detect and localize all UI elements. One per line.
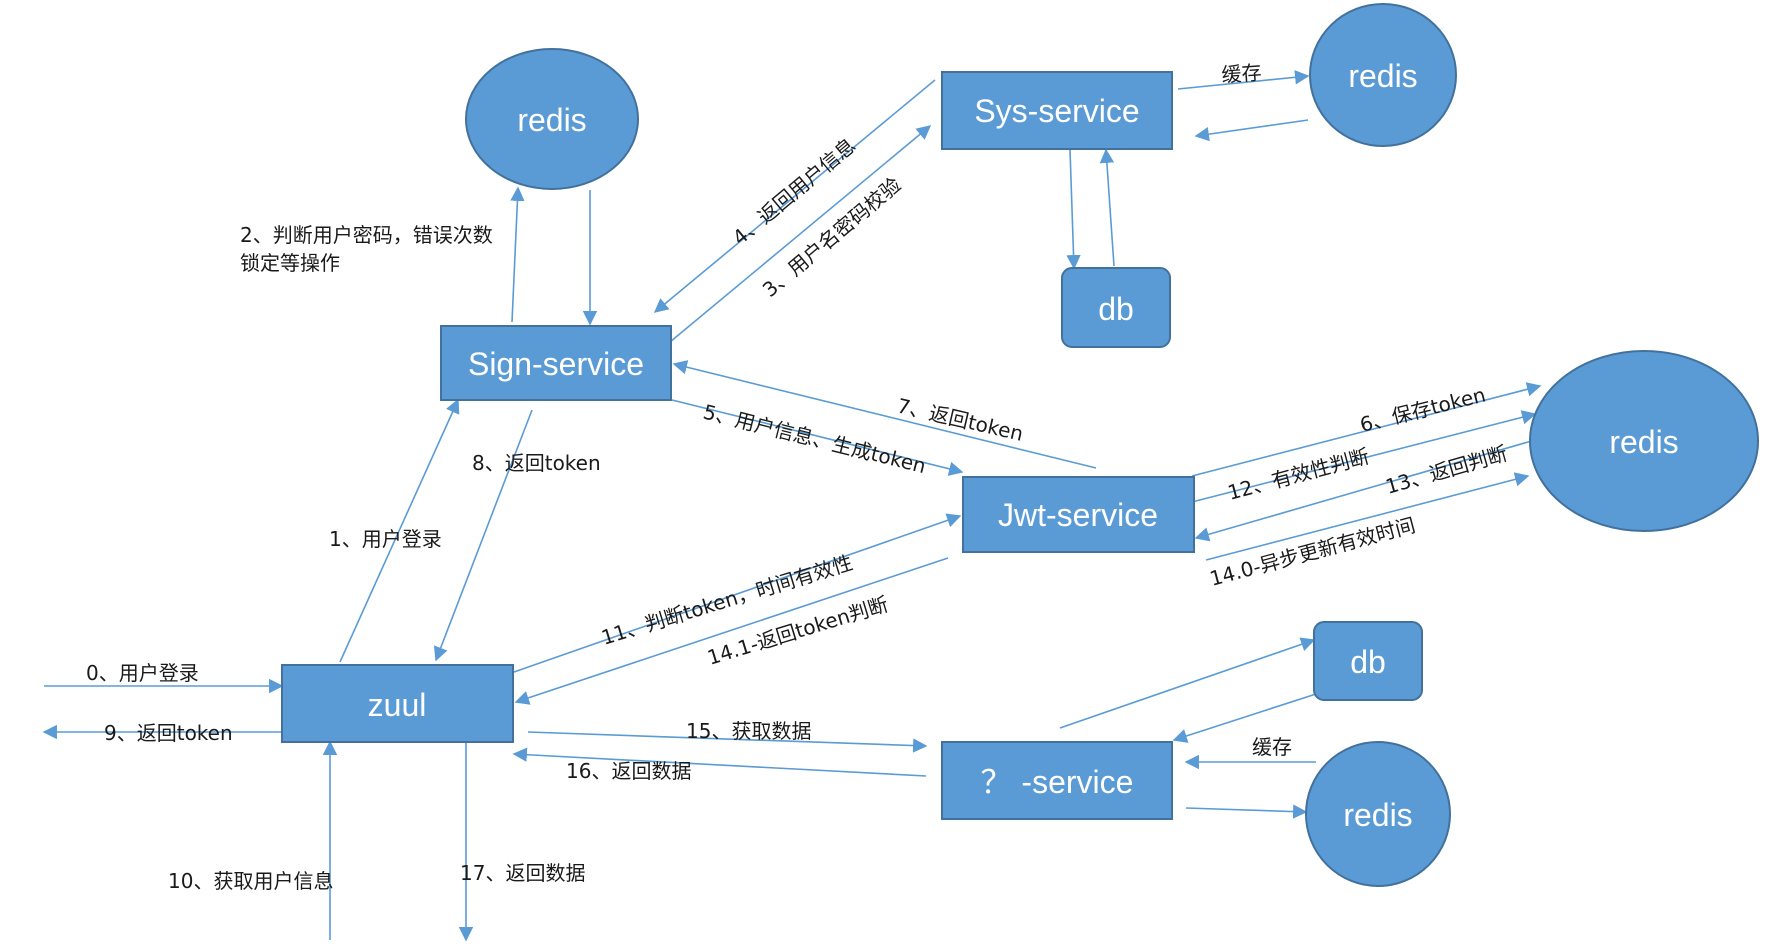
node-label: zuul [368,687,427,723]
label-step-0: 0、用户登录 [86,661,199,685]
label-step-8: 8、返回token [472,451,601,475]
label-cache-unknown: 缓存 [1252,735,1292,759]
label-step-1: 1、用户登录 [329,527,442,551]
label-step-6: 6、保存token [1357,382,1488,436]
edge-unknown-to-redis [1185,804,1308,819]
node-label: redis [517,102,586,138]
db-node-unknown: db [1313,621,1423,701]
jwt-service-node: Jwt-service [962,476,1195,553]
redis-node-sys: redis [1309,3,1457,147]
node-label: db [1098,291,1134,327]
edge-labels: 2、判断用户密码，错误次数 锁定等操作 4、返回用户信息 3、用户名密码校验 缓… [86,60,1510,893]
edge-zuul-to-jwt [513,513,962,673]
node-label: Sign-service [468,346,644,382]
label-step-2-cont: 锁定等操作 [240,251,340,275]
edge-jwt-to-redis-save [1191,382,1542,477]
redis-node-sign: redis [465,48,639,190]
sys-service-node: Sys-service [941,71,1173,150]
edge-db-to-unknown [1172,693,1317,743]
nodes: redis Sys-service redis db Sign-service … [281,3,1759,887]
node-label: Sys-service [974,93,1139,129]
edge-sign-to-zuul [433,409,533,662]
edge-jwt-to-zuul [514,557,949,705]
edge-jwt-to-redis-async [1205,472,1530,561]
label-step-12: 12、有效性判断 [1225,444,1372,505]
edge-sign-to-redis [510,186,525,323]
edges [42,70,1542,942]
edge-sys-to-redis [1177,70,1310,90]
edge-sys-to-sign [653,79,936,313]
label-cache-sys: 缓存 [1221,60,1263,87]
edge-redis-to-jwt [1194,439,1536,542]
edge-unknown-to-zuul [512,747,927,777]
node-label: redis [1609,424,1678,460]
label-step-10: 10、获取用户信息 [168,869,333,893]
node-label: Jwt-service [998,497,1158,533]
edge-jwt-to-redis-check [1191,410,1537,503]
node-label: db [1350,644,1386,680]
edge-zuul-to-unknown [527,731,928,753]
label-step-15: 15、获取数据 [686,719,811,743]
label-step-13: 13、返回判断 [1383,441,1510,499]
node-label: ？ -service [981,764,1134,800]
edge-db-to-sys [1099,148,1115,267]
zuul-node: zuul [281,664,514,743]
edge-sign-to-jwt [671,399,964,476]
label-step-2: 2、判断用户密码，错误次数 [240,223,493,247]
edge-zuul-to-sign [339,398,460,663]
edge-redis-to-sys [1194,119,1309,142]
label-step-17: 17、返回数据 [460,861,585,885]
edge-sys-to-db [1066,149,1081,270]
node-label: redis [1343,797,1412,833]
edge-sign-to-sys [669,125,932,343]
label-step-5: 5、用户信息、生成token [701,400,929,479]
redis-node-jwt: redis [1529,350,1759,532]
redis-node-unknown: redis [1305,741,1451,887]
db-node-sys: db [1061,267,1171,348]
unknown-service-node: ？ -service [941,741,1173,820]
sign-service-node: Sign-service [440,325,672,401]
label-step-16: 16、返回数据 [566,759,691,783]
edge-jwt-to-sign [672,360,1097,469]
edge-unknown-to-db [1059,637,1316,729]
label-step-9: 9、返回token [104,721,233,745]
node-label: redis [1348,58,1417,94]
label-step-7: 7、返回token [895,393,1026,445]
